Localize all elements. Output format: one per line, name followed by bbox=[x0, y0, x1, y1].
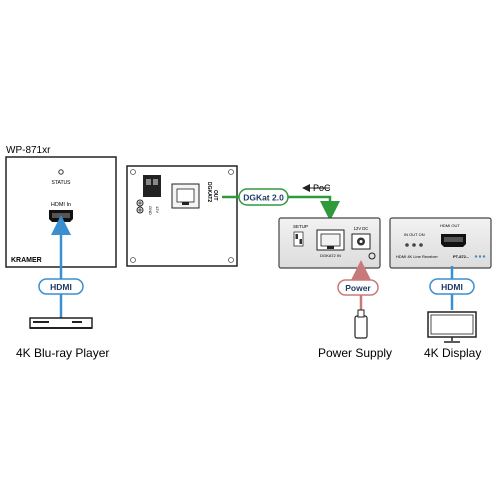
led-on-icon bbox=[419, 243, 423, 247]
hdmi-cable-right: HDMI bbox=[429, 266, 475, 310]
product-label: HDMI 4K Line Receiver bbox=[396, 254, 438, 259]
hdmi-cable-left: HDMI bbox=[38, 215, 84, 322]
hdmi-port-icon bbox=[441, 234, 466, 247]
led-row-label: IN OUT ON bbox=[404, 232, 425, 237]
dgkat-badge-text: DGKat 2.0 bbox=[243, 193, 284, 203]
ground-screw-icon bbox=[368, 252, 376, 260]
receiver-back-panel: SETUP DGKAT2 IN 12V DC bbox=[278, 217, 381, 269]
hdmi-badge-right-text: HDMI bbox=[441, 282, 463, 292]
rj45-port-icon bbox=[171, 183, 200, 209]
dc-power-jack-icon bbox=[351, 233, 371, 250]
dc-label: 12V bbox=[155, 206, 160, 213]
hdmi-badge-right bbox=[429, 278, 475, 295]
hdmi-badge-left-text: HDMI bbox=[50, 282, 72, 292]
led-out-icon bbox=[412, 243, 416, 247]
led-in-icon bbox=[405, 243, 409, 247]
terminal-block-icon bbox=[136, 175, 161, 214]
dgkat-cable: DGKat 2.0 PoC bbox=[222, 183, 340, 221]
power-badge bbox=[337, 279, 379, 296]
brand-logo: KRAMER bbox=[11, 257, 42, 264]
player-caption: 4K Blu-ray Player bbox=[16, 346, 109, 360]
wallplate-model-label: WP-871xr bbox=[6, 145, 51, 156]
power-supply-caption: Power Supply bbox=[318, 346, 392, 360]
power-badge-text: Power bbox=[345, 283, 371, 293]
wallplate-back-panel: GND 12V DGKAT2 OUT bbox=[126, 165, 238, 267]
indicator-dot-icon bbox=[482, 255, 486, 258]
display-caption: 4K Display bbox=[424, 346, 481, 360]
power-port-label: 12V DC bbox=[354, 226, 369, 231]
dgkat-in-label: DGKAT2 IN bbox=[320, 253, 341, 258]
indicator-dot-icon bbox=[478, 255, 482, 258]
power-supply-plug-icon bbox=[354, 309, 368, 339]
dip-switch-icon bbox=[293, 231, 304, 247]
screw-icon bbox=[130, 257, 136, 263]
model-label: PT-872... bbox=[453, 254, 469, 259]
poc-label: PoC bbox=[313, 183, 331, 193]
hdmi-out-label: HDMI OUT bbox=[440, 223, 460, 228]
hdmi-in-label: HDMI In bbox=[51, 202, 71, 208]
dgkat-port-label: DGKAT2 bbox=[206, 182, 212, 202]
receiver-front-panel: HDMI OUT IN OUT ON HDMI 4K Line Receiver… bbox=[389, 217, 492, 269]
dgkat-badge bbox=[238, 188, 289, 206]
dgkat-port-sub: OUT bbox=[212, 190, 218, 201]
indicator-dot-icon bbox=[474, 255, 478, 258]
screw-icon bbox=[130, 169, 136, 175]
screw-icon bbox=[228, 169, 234, 175]
display-monitor-icon bbox=[427, 311, 477, 343]
gnd-label: GND bbox=[148, 206, 153, 215]
rj45-port-icon bbox=[316, 229, 345, 251]
screw-icon bbox=[228, 257, 234, 263]
blu-ray-player-icon bbox=[29, 317, 93, 329]
status-label: STATUS bbox=[52, 180, 72, 186]
status-led-icon bbox=[58, 169, 64, 175]
hdmi-badge-left bbox=[38, 278, 84, 295]
setup-label: SETUP bbox=[293, 224, 308, 229]
